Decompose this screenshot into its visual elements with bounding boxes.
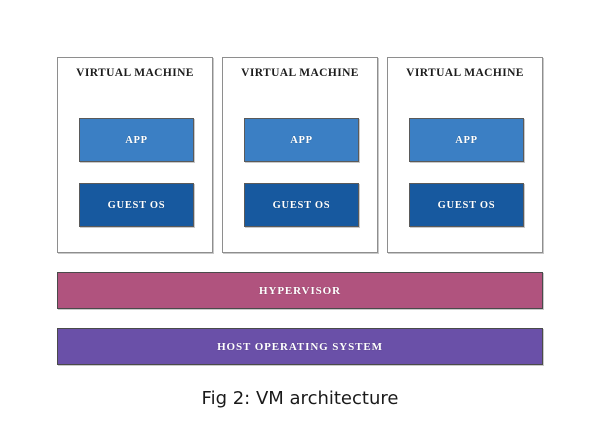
virtual-machine-row: VIRTUAL MACHINE APP GUEST OS VIRTUAL MAC… [57, 57, 543, 253]
app-layer-box: APP [409, 118, 524, 162]
app-layer-box: APP [79, 118, 194, 162]
guest-os-layer-box: GUEST OS [409, 183, 524, 227]
virtual-machine-title: VIRTUAL MACHINE [406, 67, 524, 79]
hypervisor-bar: HYPERVISOR [57, 272, 543, 309]
guest-os-layer-box: GUEST OS [244, 183, 359, 227]
virtual-machine-title: VIRTUAL MACHINE [76, 67, 194, 79]
virtual-machine-box-3: VIRTUAL MACHINE APP GUEST OS [387, 57, 543, 253]
virtual-machine-box-1: VIRTUAL MACHINE APP GUEST OS [57, 57, 213, 253]
figure-caption: Fig 2: VM architecture [201, 388, 399, 409]
virtual-machine-title: VIRTUAL MACHINE [241, 67, 359, 79]
host-operating-system-bar: HOST OPERATING SYSTEM [57, 328, 543, 365]
guest-os-layer-box: GUEST OS [79, 183, 194, 227]
virtual-machine-box-2: VIRTUAL MACHINE APP GUEST OS [222, 57, 378, 253]
app-layer-box: APP [244, 118, 359, 162]
